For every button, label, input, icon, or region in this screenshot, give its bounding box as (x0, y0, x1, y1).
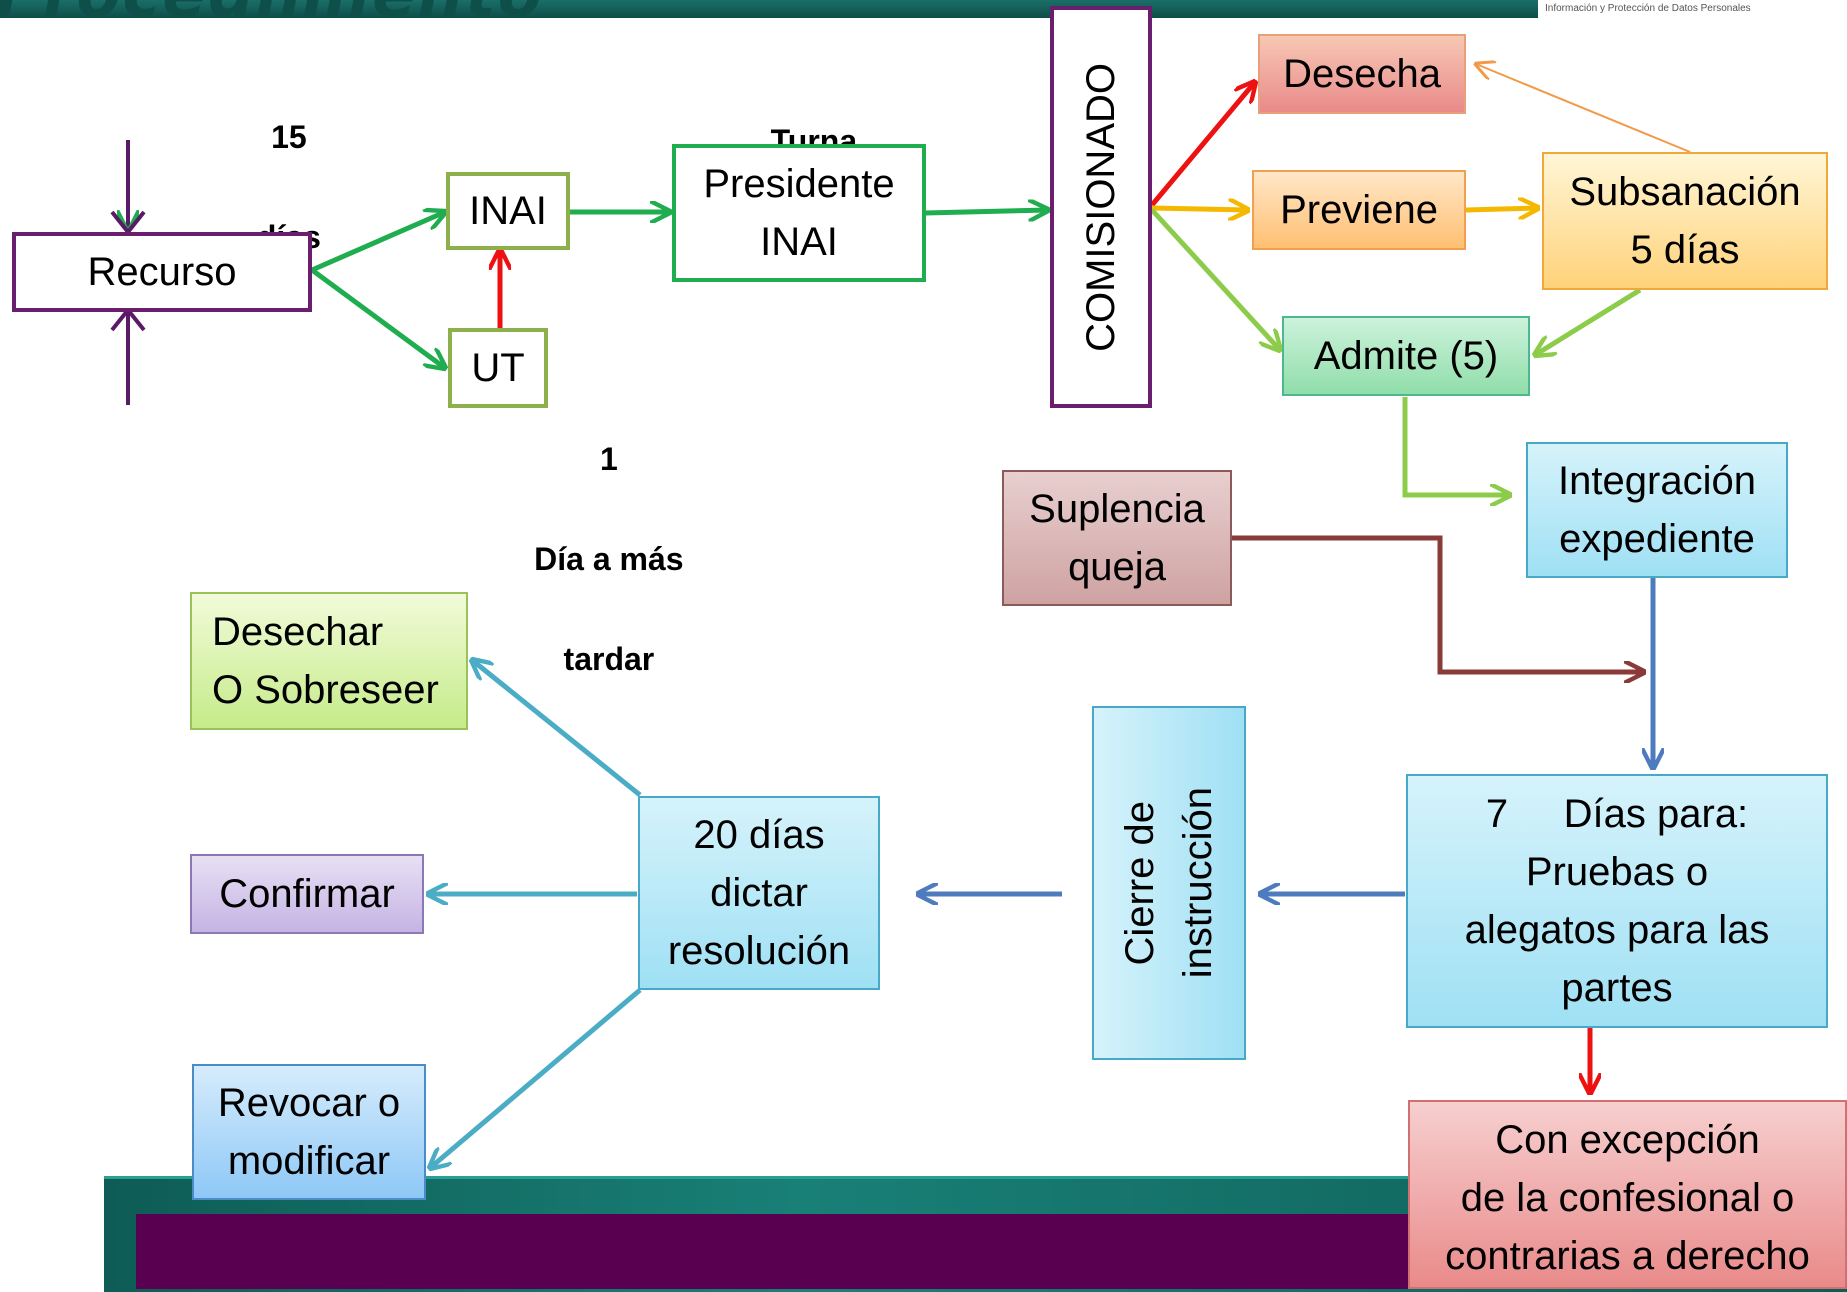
arrow-admite-integracion (1402, 397, 1510, 495)
label-1-dia: 1 Día a más tardar (534, 441, 684, 677)
arrow-subsanacion-desecha (1476, 64, 1691, 153)
node-revocar-modificar: Revocar o modificar (192, 1064, 426, 1200)
logo (1538, 0, 1847, 18)
node-admite: Admite (5) (1282, 316, 1530, 396)
arrow-suplencia-pruebas (1232, 535, 1644, 672)
node-excepcion: Con excepción de la confesional o contra… (1408, 1100, 1847, 1289)
node-comisionado: COMISIONADO (1050, 6, 1152, 408)
node-integracion: Integración expediente (1526, 442, 1788, 578)
arrow-comisionado-desecha (1150, 82, 1255, 207)
arrow-presidente-comisionado (924, 210, 1048, 213)
node-dictar: 20 días dictar resolución (638, 796, 880, 990)
top-banner (0, 0, 1847, 18)
node-desecha: Desecha (1258, 34, 1466, 114)
arrow-recurso-ut (310, 267, 445, 368)
node-subsanacion: Subsanación 5 días (1542, 152, 1828, 290)
page-title: Procedimiento (0, 0, 544, 32)
arrow-previene-subsanacion (1465, 208, 1538, 210)
arrow-dictar-revocar (430, 988, 642, 1168)
node-ut: UT (448, 328, 548, 408)
node-recurso: Recurso (12, 232, 312, 312)
node-previene: Previene (1252, 170, 1466, 250)
arrow-dictar-desechar (472, 660, 642, 797)
arrow-subsanacion-admite (1535, 287, 1642, 355)
arrow-comisionado-previene (1151, 208, 1248, 210)
logo-subtitle: Información y Protección de Datos Person… (1545, 3, 1751, 14)
node-cierre: Cierre de instrucción (1092, 706, 1246, 1060)
node-confirmar: Confirmar (190, 854, 424, 934)
node-pruebas: 7 Días para: Pruebas o alegatos para las… (1406, 774, 1828, 1028)
arrow-recurso-inai (311, 212, 445, 273)
node-desechar-sobreseer: Desechar O Sobreseer (190, 592, 468, 730)
node-suplencia: Suplencia queja (1002, 470, 1232, 606)
node-presidente: Presidente INAI (672, 144, 926, 282)
node-inai: INAI (446, 172, 570, 250)
arrow-comisionado-admite (1150, 208, 1280, 350)
